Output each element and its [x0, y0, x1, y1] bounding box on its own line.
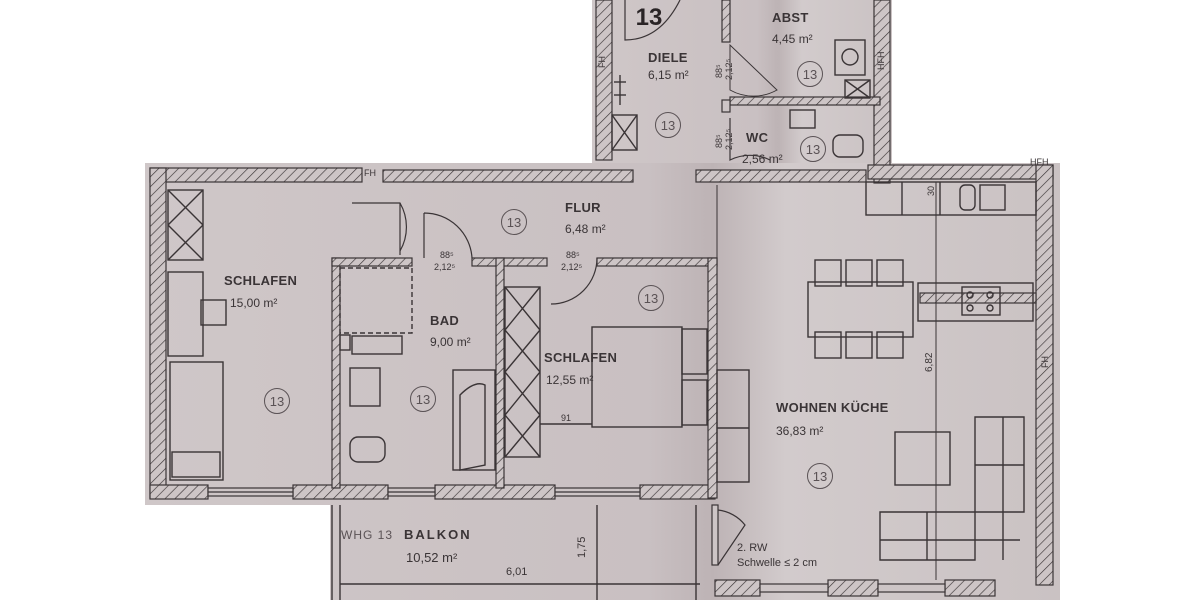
- room-label-flur: FLUR: [565, 200, 601, 215]
- note-threshold: Schwelle ≤ 2 cm: [737, 557, 818, 569]
- room-marker-bad: 13: [410, 386, 436, 412]
- room-area-wc: 2,56 m²: [742, 152, 783, 166]
- note-rw: 2. RW: [737, 542, 768, 554]
- door-dim-wc-bottom: 2,12⁵: [724, 128, 734, 150]
- room-label-diele: DIELE: [648, 50, 688, 65]
- room-area-balkon: 10,52 m²: [406, 550, 458, 565]
- room-label-wohnen-kueche: WOHNEN KÜCHE: [776, 400, 889, 415]
- room-marker-wc: 13: [800, 136, 826, 162]
- door-dim-schlafen-bottom: 2,12⁵: [561, 262, 583, 272]
- windows: [207, 487, 946, 593]
- room-area-schlafen-1: 15,00 m²: [230, 296, 278, 310]
- room-label-bad: BAD: [430, 313, 460, 328]
- door-dim-bad-top: 88⁵: [440, 250, 454, 260]
- wall-mark-hfh-right: HFH: [1030, 157, 1049, 167]
- room-area-abst: 4,45 m²: [772, 32, 813, 46]
- wall-mark-fh-right: FH: [1040, 356, 1050, 368]
- unit-number: 13: [635, 4, 663, 31]
- room-label-schlafen-2: SCHLAFEN: [544, 350, 618, 365]
- room-label-balkon: BALKON: [404, 527, 472, 542]
- wall-mark-hfh-abst: HFH: [876, 51, 886, 71]
- dim-wohnen-length: 6,82: [924, 352, 935, 372]
- door-dim-bad-bottom: 2,12⁵: [434, 262, 456, 272]
- room-label-abst: ABST: [772, 10, 809, 25]
- dim-kitchen-counter: 30: [926, 185, 936, 196]
- room-area-wohnen-kueche: 36,83 m²: [776, 424, 824, 438]
- room-label-wc: WC: [746, 130, 769, 145]
- paper-sheet: [145, 0, 1060, 600]
- door-dim-schlafen-top: 88⁵: [566, 250, 580, 260]
- room-marker-schlafen-2: 13: [638, 285, 664, 311]
- dim-balkon-width: 6,01: [506, 566, 528, 578]
- walls: [149, 0, 1054, 597]
- door-dim-wc-top: 88⁵: [714, 134, 724, 148]
- dim-balkon-depth: 1,75: [576, 536, 588, 558]
- room-marker-schlafen-1: 13: [264, 388, 290, 414]
- doors: [352, 0, 778, 566]
- dim-bed-clearance: 91: [561, 413, 572, 423]
- room-area-diele: 6,15 m²: [648, 68, 689, 82]
- room-label-schlafen-1: SCHLAFEN: [224, 273, 298, 288]
- furniture: [167, 39, 1037, 600]
- balkon-unit-prefix: WHG 13: [341, 528, 394, 542]
- room-marker-wohnen-kueche: 13: [807, 463, 833, 489]
- room-area-schlafen-2: 12,55 m²: [546, 373, 594, 387]
- door-dim-abst-top: 88⁵: [714, 64, 724, 78]
- wall-mark-fh-diele: FH: [597, 56, 607, 68]
- room-marker-diele: 13: [655, 112, 681, 138]
- door-dim-abst-bottom: 2,12⁵: [724, 58, 734, 80]
- room-area-bad: 9,00 m²: [430, 335, 471, 349]
- room-area-flur: 6,48 m²: [565, 222, 606, 236]
- room-marker-flur: 13: [501, 209, 527, 235]
- wall-mark-fh-top: FH: [364, 168, 376, 178]
- room-marker-abst: 13: [797, 61, 823, 87]
